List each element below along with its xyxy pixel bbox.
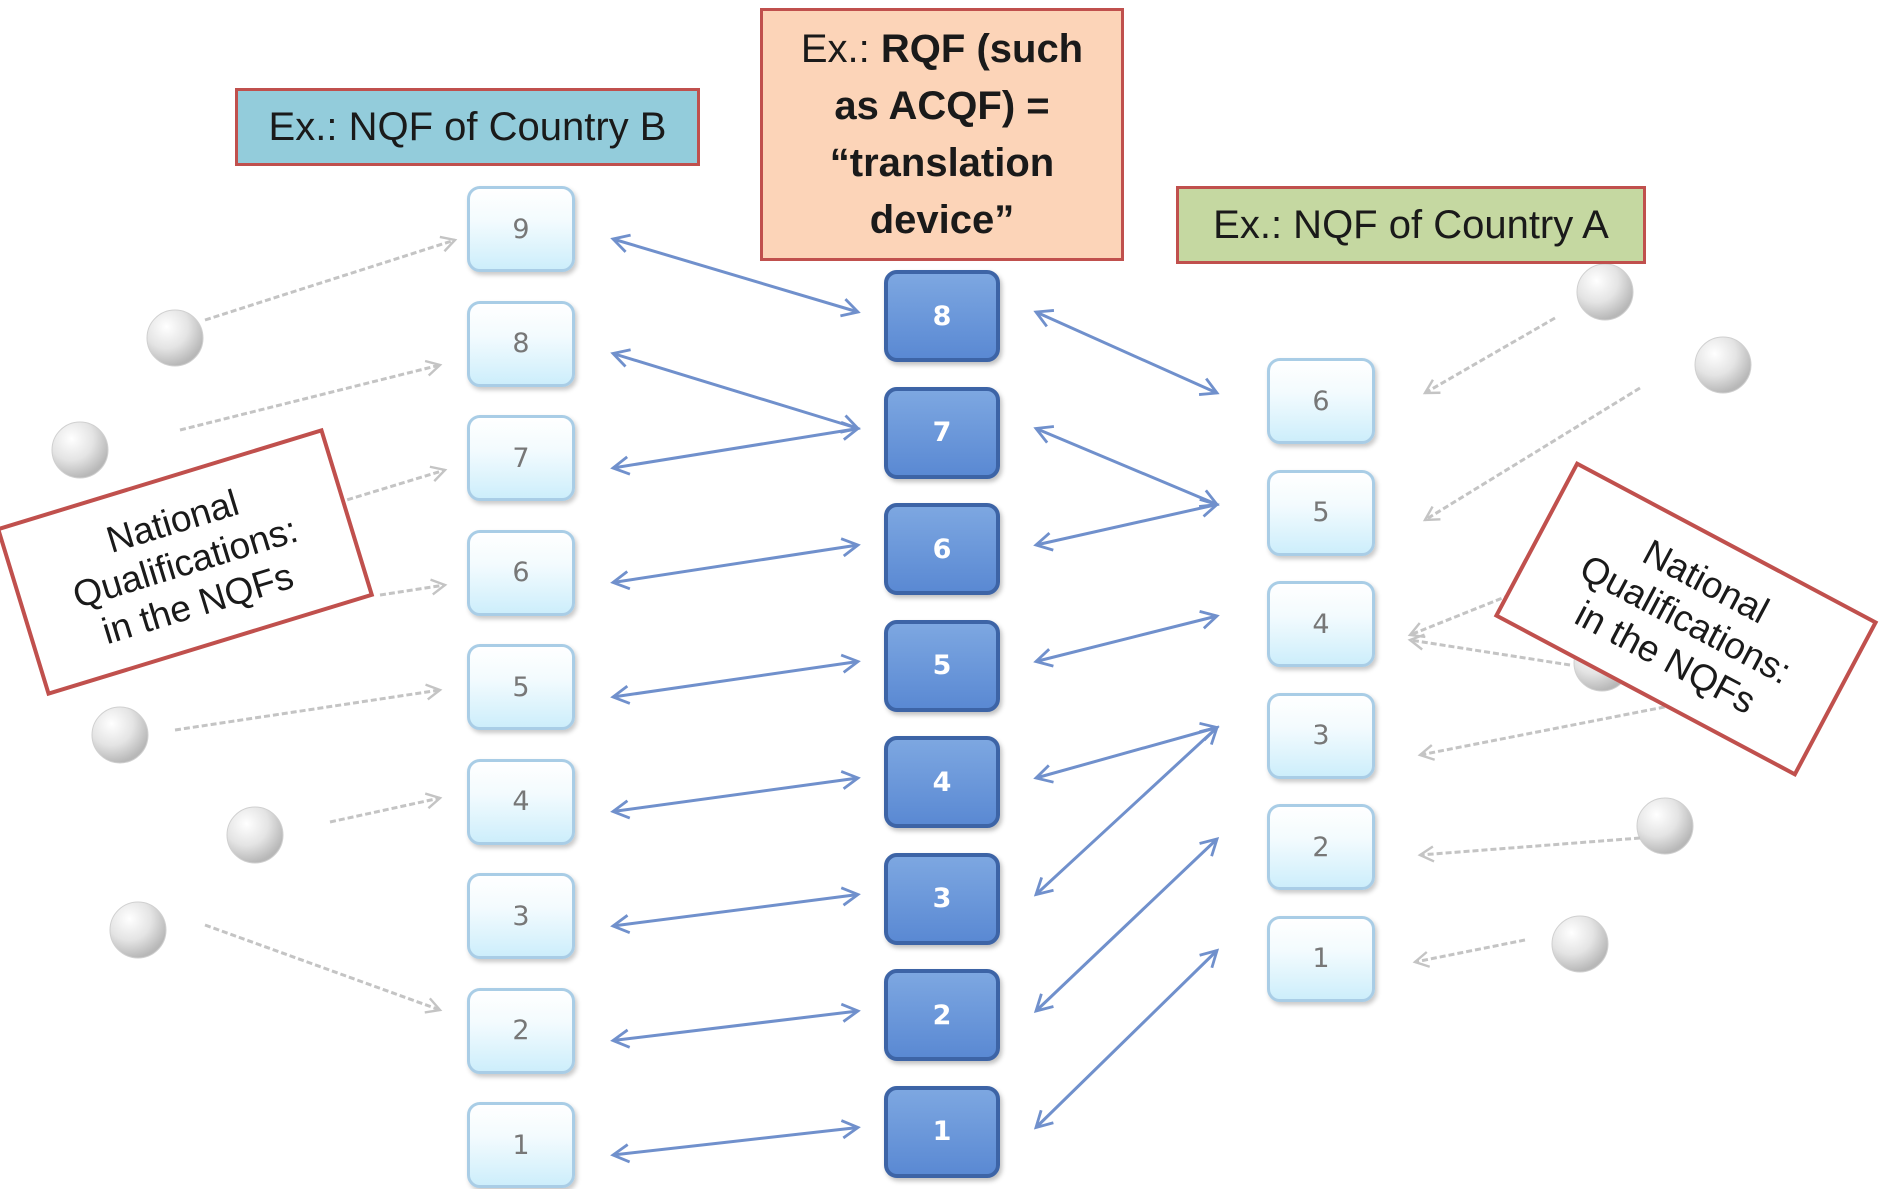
- country-b-tag: Ex.: NQF of Country B: [235, 88, 700, 166]
- rqf-tag: Ex.: RQF (such as ACQF) = “translation d…: [760, 8, 1124, 261]
- link-rqf8-a6: [1033, 309, 1220, 396]
- link-b1-rqf1: [610, 1119, 861, 1164]
- input-arrow: [329, 465, 448, 507]
- rqf-tag-line-1: RQF (such: [880, 26, 1084, 71]
- qualification-ball-icon: [51, 421, 109, 479]
- country-b-level-2: 2: [467, 987, 575, 1074]
- country-b-level-9: 9: [467, 186, 575, 272]
- qualification-ball-icon: [109, 901, 167, 959]
- country-b-level-1: 1: [467, 1102, 575, 1188]
- link-b6-rqf6: [610, 537, 861, 591]
- country-a-tag: Ex.: NQF of Country A: [1176, 186, 1646, 264]
- link-rqf1-a1: [1033, 948, 1220, 1130]
- qualification-ball-icon: [1551, 915, 1609, 973]
- link-rqf2-a2: [1033, 837, 1220, 1013]
- country-a-level-6: 6: [1267, 358, 1375, 444]
- country-a-level-1: 1: [1267, 915, 1375, 1002]
- country-a-level-5: 5: [1267, 469, 1375, 556]
- rqf-level-1: 1: [884, 1085, 1000, 1178]
- input-arrow: [329, 792, 443, 824]
- input-arrow: [174, 683, 443, 732]
- rqf-tag-line-2: as ACQF) =: [834, 83, 1050, 128]
- input-arrow: [1422, 386, 1641, 522]
- rqf-level-5: 5: [884, 619, 1000, 712]
- rqf-level-2: 2: [884, 969, 1000, 1061]
- link-b2-rqf2: [610, 1002, 861, 1049]
- rqf-tag-line-3: “translation: [829, 140, 1055, 185]
- link-b7-rqf7: [610, 421, 861, 476]
- qualification-ball-icon: [226, 806, 284, 864]
- country-b-level-7: 7: [467, 415, 575, 501]
- country-b-level-3: 3: [467, 873, 575, 959]
- input-arrow: [1417, 836, 1641, 863]
- link-b4-rqf4: [610, 770, 861, 820]
- link-b5-rqf5: [610, 653, 861, 705]
- rqf-level-8: 8: [884, 270, 1000, 362]
- country-a-level-4: 4: [1267, 581, 1375, 667]
- country-a-level-3: 3: [1267, 692, 1375, 779]
- qualification-ball-icon: [91, 706, 149, 764]
- qualification-ball-icon: [146, 309, 204, 367]
- input-arrow: [204, 235, 458, 322]
- qualification-ball-icon: [1636, 797, 1694, 855]
- qualification-ball-icon: [1694, 336, 1752, 394]
- qualification-inputs: [51, 235, 1752, 1014]
- country-b-level-6: 6: [467, 529, 575, 616]
- link-rqf7-a5: [1033, 425, 1220, 508]
- country-b-level-5: 5: [467, 644, 575, 730]
- input-arrow: [1422, 316, 1556, 395]
- rqf-level-4: 4: [884, 736, 1000, 828]
- input-arrow: [1412, 938, 1526, 968]
- link-b9-rqf8: [610, 233, 861, 318]
- country-b-level-4: 4: [467, 758, 575, 845]
- link-rqf6-a5: [1033, 498, 1220, 552]
- rqf-level-6: 6: [884, 503, 1000, 595]
- rqf-tag-line-4: device”: [869, 197, 1015, 242]
- country-a-level-2: 2: [1267, 804, 1375, 890]
- link-b3-rqf3: [610, 886, 861, 934]
- country-b-level-8: 8: [467, 300, 575, 387]
- link-b8-rqf7: [610, 348, 861, 434]
- input-arrow: [204, 923, 443, 1014]
- qualification-ball-icon: [1576, 263, 1634, 321]
- input-arrow: [179, 359, 443, 432]
- input-arrow: [379, 578, 448, 597]
- link-rqf5-a4: [1033, 610, 1220, 668]
- rqf-tag-prefix: Ex.:: [800, 26, 881, 71]
- rqf-level-7: 7: [884, 386, 1000, 479]
- input-arrow: [1417, 698, 1701, 761]
- level-links: [610, 233, 1220, 1164]
- rqf-level-3: 3: [884, 852, 1000, 945]
